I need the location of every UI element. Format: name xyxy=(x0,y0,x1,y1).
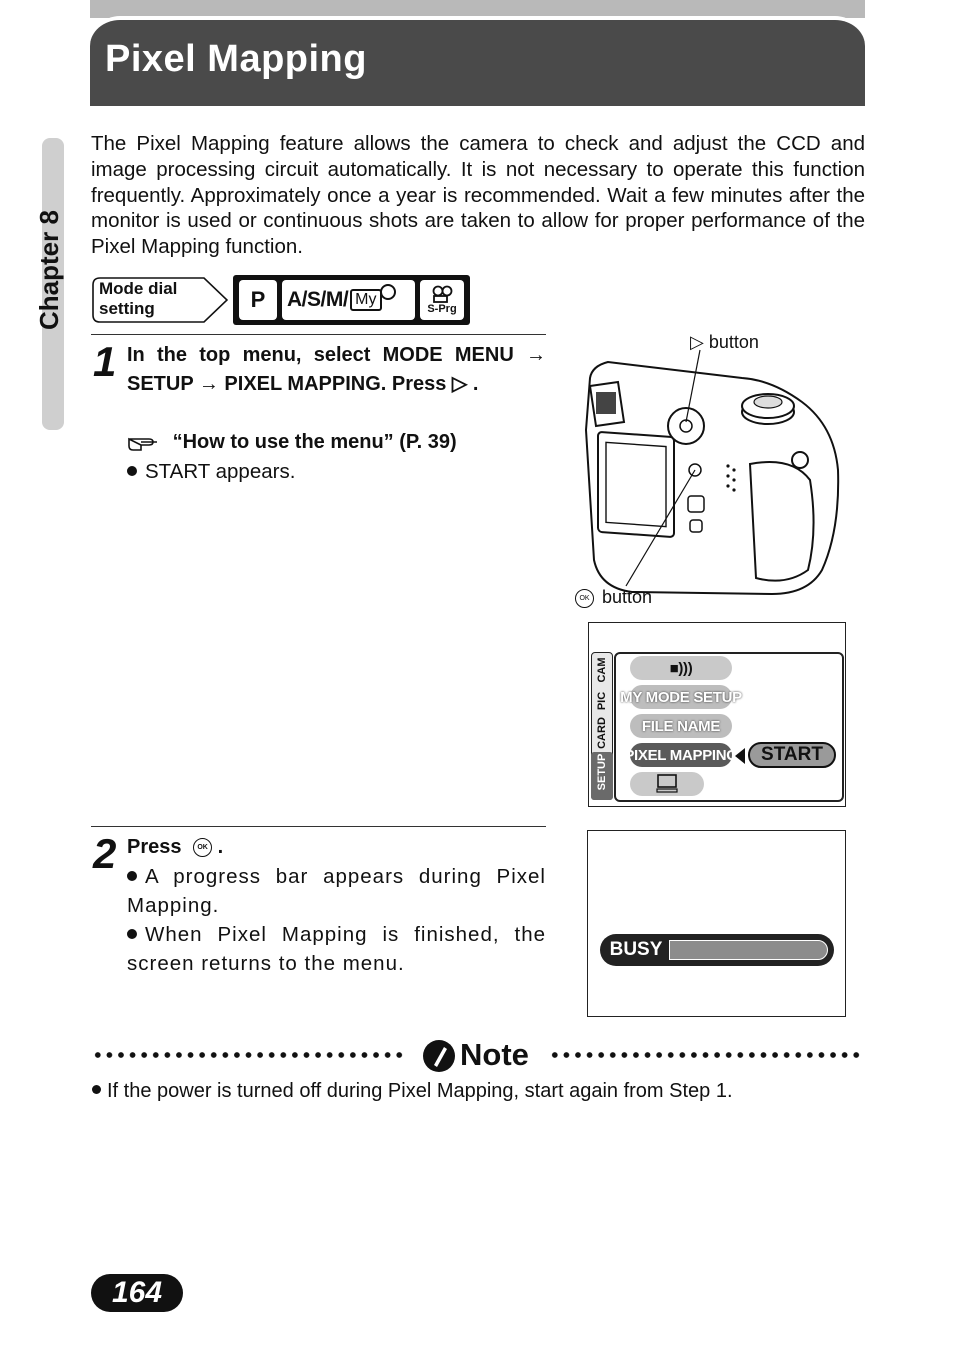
my-mode-dial-icon xyxy=(379,284,396,300)
mode-asm-my: A/S/M/ My xyxy=(282,280,415,320)
step1-bullet: START appears. xyxy=(127,457,546,486)
ok-button-callout: OK button xyxy=(575,587,652,608)
bullet-icon xyxy=(127,465,137,476)
step2-number: 2 xyxy=(93,830,117,877)
movie-camera-icon xyxy=(432,285,453,303)
mode-dial-label-line1: Mode dial xyxy=(99,279,178,298)
step2-bullet-1: A progress bar appears during Pixel Mapp… xyxy=(127,862,546,920)
mode-p: P xyxy=(239,280,277,320)
menu-item-monitor[interactable] xyxy=(630,772,704,796)
step1-bullet-text: START appears. xyxy=(145,460,296,483)
bullet-icon xyxy=(127,928,137,939)
step2-bullet-2-text: When Pixel Mapping is finished, the scre… xyxy=(127,923,546,975)
page-title: Pixel Mapping xyxy=(105,38,367,80)
ok-menu-button-icon: OK xyxy=(575,588,594,608)
step1-instruction: In the top menu, select MODE MENU → SETU… xyxy=(127,344,546,395)
page-number-badge xyxy=(91,1274,183,1312)
menu-item-pixel-mapping[interactable]: PIXEL MAPPING xyxy=(624,743,738,767)
menu-item-beep[interactable]: ■))) xyxy=(630,656,732,680)
mode-s-prg: S-Prg xyxy=(420,280,464,320)
ok-menu-button-icon: OK xyxy=(193,838,213,858)
step2-instruction-row: Press OK . xyxy=(127,836,224,858)
pointing-hand-icon xyxy=(128,437,157,451)
note-pen-icon xyxy=(423,1040,455,1072)
note-divider-left xyxy=(92,1052,404,1058)
page-number: 164 xyxy=(111,1276,163,1309)
page-header xyxy=(90,16,865,106)
chapter-label: Chapter 8 xyxy=(34,210,64,330)
menu-item-file-name[interactable]: FILE NAME xyxy=(630,714,732,738)
step1-divider xyxy=(91,334,546,335)
busy-label: BUSY xyxy=(609,939,663,960)
ok-button-callout-label: button xyxy=(602,587,653,607)
note-text: If the power is turned off during Pixel … xyxy=(107,1080,733,1102)
mode-dial-label-line2: setting xyxy=(99,299,155,318)
mode-dial-icons: P A/S/M/ My S-Prg xyxy=(233,275,470,325)
busy-progress-track xyxy=(669,940,828,960)
note-text-row: If the power is turned off during Pixel … xyxy=(92,1078,733,1104)
menu-side-setup-highlight xyxy=(591,752,613,800)
mode-dial-label-arrow xyxy=(92,277,228,323)
note-divider-right xyxy=(549,1052,863,1058)
busy-screen-frame xyxy=(587,830,846,1017)
header-top-strip xyxy=(90,0,865,18)
step2-divider xyxy=(91,826,546,827)
selection-arrow-icon xyxy=(735,748,745,764)
mode-asm: A/S/M/ xyxy=(287,288,349,311)
monitor-brightness-icon xyxy=(656,774,678,793)
mode-dial-label: Mode dial setting xyxy=(99,279,177,319)
intro-paragraph: The Pixel Mapping feature allows the cam… xyxy=(91,132,865,259)
step2-instruction: Press xyxy=(127,836,182,858)
bullet-icon xyxy=(92,1085,101,1095)
step1-reference-row: “How to use the menu” (P. 39) xyxy=(127,428,546,457)
speaker-icon: ■))) xyxy=(669,659,693,677)
camera-illustration xyxy=(584,349,840,596)
right-button-callout: ▷ button xyxy=(690,332,759,352)
chapter-side-tab xyxy=(42,138,64,430)
step1-number: 1 xyxy=(93,338,117,385)
mode-my: My xyxy=(350,289,382,311)
start-button[interactable]: START xyxy=(748,742,836,768)
side-tab-setup: SETUP xyxy=(596,753,608,791)
step2-bullet-2: When Pixel Mapping is finished, the scre… xyxy=(127,920,546,978)
step2-bullet-1-text: A progress bar appears during Pixel Mapp… xyxy=(127,865,546,917)
bullet-icon xyxy=(127,870,137,881)
menu-item-my-mode-setup[interactable]: MY MODE SETUP xyxy=(620,685,742,709)
note-title: Note xyxy=(460,1037,529,1072)
mode-s-prg-label: S-Prg xyxy=(427,303,457,315)
side-tab-card: CARD xyxy=(596,717,608,749)
step1-reference: “How to use the menu” (P. 39) xyxy=(172,431,457,453)
